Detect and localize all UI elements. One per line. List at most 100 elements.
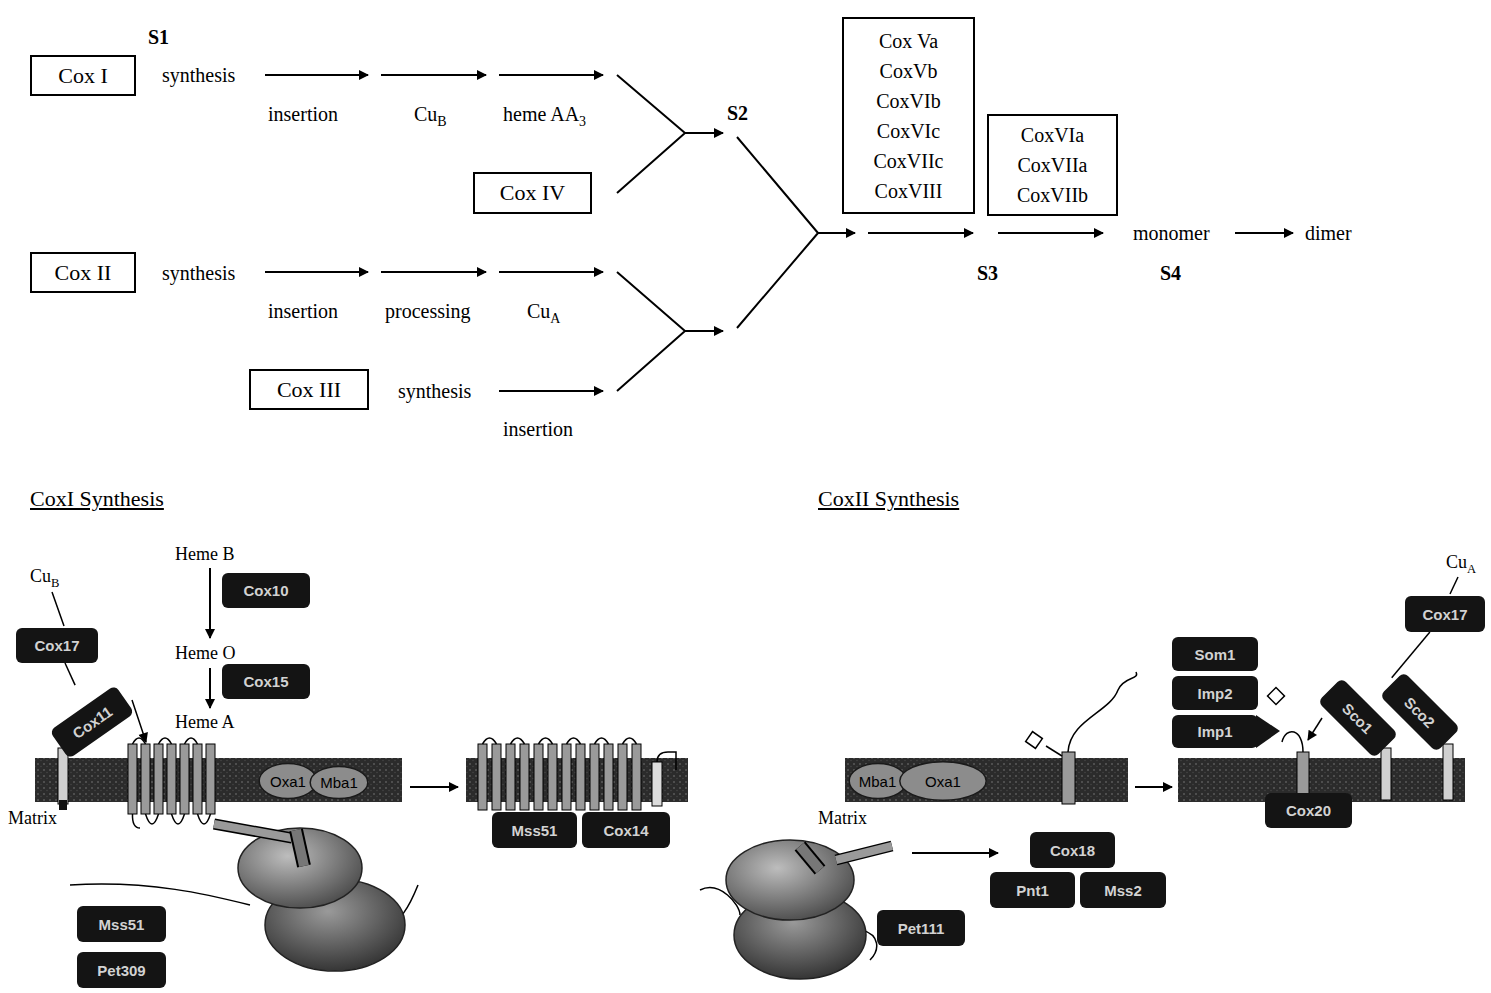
helix: [576, 744, 585, 810]
ellipse-shape: [900, 762, 986, 801]
text-label: dimer: [1305, 222, 1352, 245]
node-text: Pnt1: [1016, 882, 1049, 899]
helix: [604, 744, 613, 810]
assembly-factor-box: Mss51: [492, 812, 577, 848]
text-label: insertion: [503, 418, 573, 441]
exit-tunnel: [800, 846, 820, 870]
ellipse-shape: [259, 764, 317, 799]
cleaved-presequence: [1268, 688, 1285, 705]
node-text: Cox II: [55, 260, 112, 285]
assembly-factor-box: Pet111: [877, 910, 965, 946]
anchor-knob: [59, 800, 67, 810]
node-text: Cox17: [1422, 606, 1467, 623]
text-label: CuA: [1446, 552, 1476, 576]
tail: [1046, 746, 1062, 756]
node-text: Sco1: [1339, 699, 1376, 736]
text-label: CuB: [30, 566, 59, 590]
assembly-factor-box: Som1: [1172, 637, 1258, 671]
anchor-helix: [1443, 744, 1453, 800]
connector-line: [65, 663, 75, 685]
subunit-box: Cox I: [30, 55, 136, 96]
membrane-protein-ellipse: Mba1: [309, 765, 369, 800]
helix: [180, 744, 189, 814]
node-text: Cox17: [34, 637, 79, 654]
text-label: synthesis: [398, 380, 471, 403]
helix: [1062, 752, 1075, 804]
text-label: processing: [385, 300, 471, 323]
node-text: Cox III: [277, 377, 341, 402]
subunit-box: Cox III: [249, 369, 369, 410]
ribosomes: [70, 828, 877, 979]
nascent-chain: [836, 846, 892, 860]
assembly-factor-box: Cox14: [582, 812, 670, 848]
loop: [159, 738, 172, 744]
step-label: S2: [727, 102, 748, 125]
text-label: Heme B: [175, 544, 234, 565]
loop: [657, 752, 676, 770]
text-label: Heme O: [175, 643, 235, 664]
loop: [595, 738, 609, 744]
loop: [511, 738, 525, 744]
assembly-factor-box: Cox20: [1265, 793, 1352, 828]
node-text: CoxVb: [880, 56, 938, 86]
membrane-protein-ellipse: Mba1: [848, 762, 908, 800]
step-label: S1: [148, 26, 169, 49]
helix: [193, 744, 202, 814]
ellipse-shape: [849, 764, 907, 799]
assembly-factor-box: Pnt1: [990, 872, 1075, 908]
node-text: Pet111: [898, 920, 945, 937]
loop: [133, 738, 146, 744]
text-label: heme AA3: [503, 103, 586, 130]
assembly-factor-box: Imp2: [1172, 676, 1258, 710]
assembly-factor-box: Pet309: [77, 952, 166, 988]
node-text: Oxa1: [925, 773, 961, 790]
loop: [198, 814, 211, 824]
text-label: insertion: [268, 300, 338, 323]
node-text: Mba1: [859, 773, 897, 790]
protease-arrow: [1256, 715, 1280, 748]
subunit-box: Cox IV: [473, 172, 592, 214]
loop: [539, 738, 553, 744]
ellipse-shape: [310, 766, 368, 798]
helix: [141, 744, 150, 814]
helix: [478, 744, 487, 810]
assembly-factor-box: Mss51: [77, 906, 166, 942]
loop: [132, 814, 140, 828]
node-text: Cox18: [1050, 842, 1095, 859]
loop: [483, 738, 497, 744]
tail: [1068, 672, 1137, 752]
loop: [623, 738, 637, 744]
node-text: CoxVIII: [875, 176, 943, 206]
nascent-chain: [214, 824, 292, 838]
nascent-chain: [836, 846, 892, 860]
helix: [548, 744, 557, 810]
node-text: Sco2: [1401, 693, 1438, 730]
node-text: Cox I: [58, 63, 108, 88]
helix: [506, 744, 515, 810]
subunit-box: CoxVIaCoxVIIaCoxVIIb: [987, 114, 1118, 216]
node-text: Cox Va: [879, 26, 938, 56]
node-text: CoxVIb: [876, 86, 940, 116]
helix: [534, 744, 543, 810]
assembly-factor-box: Imp1: [1172, 715, 1258, 748]
node-text: Pet309: [97, 962, 145, 979]
node-text: Imp2: [1197, 685, 1232, 702]
loop: [567, 738, 581, 744]
node-text: Cox15: [243, 673, 288, 690]
loop: [146, 814, 159, 824]
loop: [185, 738, 198, 744]
subunit-box: Cox VaCoxVbCoxVIbCoxVIcCoxVIIcCoxVIII: [842, 17, 975, 214]
exit-tunnel: [800, 846, 820, 870]
node-text: Imp1: [1197, 723, 1232, 740]
text-label: CuB: [414, 103, 447, 130]
node-text: Mba1: [320, 774, 358, 791]
assembly-factor-box: Cox18: [1030, 832, 1115, 868]
anchor-helix: [58, 748, 68, 804]
nascent-chain: [214, 824, 292, 838]
node-text: CoxVIa: [1021, 120, 1084, 150]
membrane-protein-ellipse: Oxa1: [258, 762, 318, 800]
helix: [492, 744, 501, 810]
helix: [562, 744, 571, 810]
